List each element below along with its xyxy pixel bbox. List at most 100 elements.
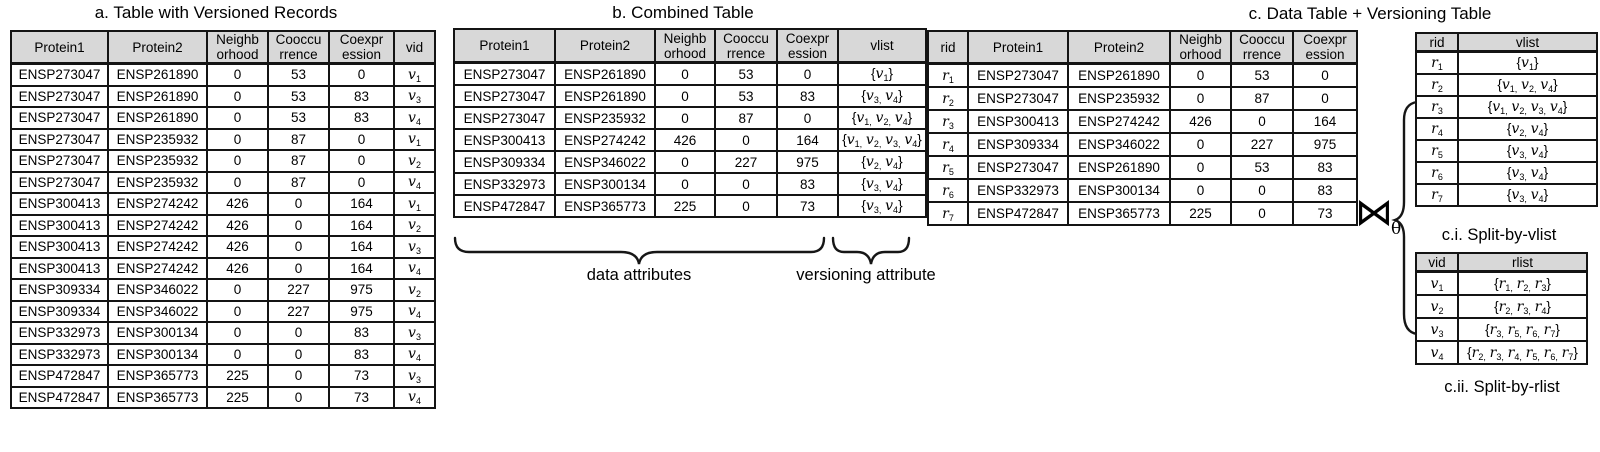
table-cell: v4: [1415, 340, 1459, 365]
table-cell: 0: [267, 213, 330, 237]
table-cell: 975: [776, 150, 839, 174]
table-cell: ENSP261890: [107, 62, 208, 87]
table-cell: 164: [1292, 109, 1358, 134]
table-cell: 0: [1230, 178, 1294, 203]
table-cell: 0: [1169, 178, 1232, 203]
table-cell: v4: [393, 106, 436, 130]
table-cell: {r1, r2, r3}: [1457, 270, 1588, 296]
table-cell: 0: [1230, 109, 1294, 134]
table-cell: {r2, r3, r4, r5, r6, r7}: [1457, 340, 1588, 365]
table-cell: ENSP472847: [967, 201, 1069, 226]
table-cell: r6: [927, 178, 969, 203]
table-cell: v3: [393, 235, 436, 259]
table-cell: 426: [206, 213, 269, 237]
table-cell: ENSP309334: [10, 299, 109, 323]
table-cell: v2: [1415, 294, 1459, 319]
table-cell: ENSP261890: [107, 84, 208, 108]
table-cell: 83: [1292, 155, 1358, 180]
table-cell: v1: [393, 62, 436, 87]
table-row: r1{v1}: [1415, 50, 1598, 75]
table-cell: 426: [206, 256, 269, 280]
versioning-attribute-brace-icon: [831, 236, 911, 265]
figure-cii-title: c.ii. Split-by-rlist: [1444, 378, 1560, 396]
data-attributes-brace-icon: [453, 236, 826, 265]
table-cell: 0: [206, 84, 269, 108]
table-cell: v2: [393, 149, 436, 173]
table-cell: 53: [1230, 62, 1294, 88]
table-cell: r5: [927, 155, 969, 180]
table-cell: 0: [267, 256, 330, 280]
table-cell: ENSP332973: [10, 321, 109, 345]
table-cell: 225: [206, 364, 269, 388]
figure-ci-title: c.i. Split-by-vlist: [1441, 226, 1557, 244]
table-cell: 0: [1169, 86, 1232, 111]
table-cell: {v3, v4}: [837, 194, 927, 218]
table-cell: ENSP235932: [107, 149, 208, 173]
table-cell: ENSP273047: [10, 170, 109, 194]
table-cell: v3: [393, 364, 436, 388]
table-cell: ENSP300413: [10, 192, 109, 216]
table-cell: ENSP261890: [554, 61, 656, 86]
table-cell: 0: [714, 128, 778, 152]
table-cell: ENSP274242: [107, 213, 208, 237]
table-cell: r5: [1415, 139, 1459, 163]
table-cell: {v3, v4}: [1457, 183, 1598, 207]
table-cell: ENSP274242: [107, 192, 208, 216]
table-cell: {v3, v4}: [837, 84, 927, 108]
join-bowtie-glyph: ⋈: [1355, 190, 1393, 234]
table-cell: v4: [393, 256, 436, 280]
table-cell: 164: [328, 192, 395, 216]
table-cell: 0: [328, 170, 395, 194]
table-cell: 164: [328, 256, 395, 280]
table-row: v1{r1, r2, r3}: [1415, 270, 1588, 296]
table-cell: {v1, v2, v4}: [837, 106, 927, 130]
table-cell: 83: [776, 172, 839, 196]
table-cell: 225: [654, 194, 716, 218]
column-header: vid: [393, 30, 436, 65]
table-cell: v2: [393, 213, 436, 237]
table-cell: ENSP300134: [1067, 178, 1171, 203]
table-cell: v3: [1415, 317, 1459, 342]
table-cell: 0: [206, 149, 269, 173]
table-cell: ENSP273047: [453, 84, 556, 108]
table-cell: 53: [267, 84, 330, 108]
table-cell: 426: [654, 128, 716, 152]
figure-c-title: c. Data Table + Versioning Table: [1248, 4, 1492, 23]
versioning-attribute-label: versioning attribute: [796, 266, 936, 284]
table-cell: ENSP274242: [107, 256, 208, 280]
table-cell: ENSP300413: [10, 235, 109, 259]
table-cell: ENSP346022: [1067, 132, 1171, 157]
table-cell: v1: [393, 192, 436, 216]
column-header: Protein1: [453, 28, 556, 64]
table-cell: ENSP273047: [10, 106, 109, 130]
figure-b-title: b. Combined Table: [612, 3, 754, 22]
table-cell: v1: [393, 127, 436, 151]
table-cell: 73: [1292, 201, 1358, 226]
table-cell: ENSP472847: [453, 194, 556, 218]
table-cell: 164: [328, 235, 395, 259]
table-cell: 83: [328, 321, 395, 345]
table-cell: 0: [654, 172, 716, 196]
table-cell: {v2, v4}: [1457, 117, 1598, 141]
table-cell: 0: [206, 127, 269, 151]
